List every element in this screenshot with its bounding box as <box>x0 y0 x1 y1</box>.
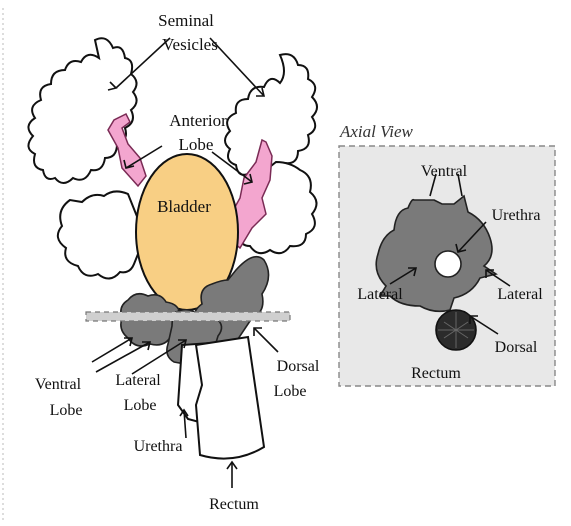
label-dorsal-lobe: Lobe <box>274 383 307 400</box>
label-dorsal: Dorsal <box>277 358 320 375</box>
axial-label-ventral: Ventral <box>421 163 468 180</box>
axial-view-panel: Axial View Ventral Urethra Lateral Later… <box>339 122 555 386</box>
axial-label-rectum: Rectum <box>411 365 461 382</box>
axial-urethra <box>435 251 461 277</box>
label-vesicles: Vesicles <box>162 35 218 54</box>
axial-view-title: Axial View <box>339 122 414 141</box>
label-ventral-lobe: Lobe <box>50 402 83 419</box>
seminal-vesicle-left-lower <box>58 191 142 278</box>
label-urethra: Urethra <box>134 438 183 455</box>
axial-label-dorsal: Dorsal <box>495 339 538 356</box>
main-diagram: Seminal Vesicles Anterior Lobe Bladder V… <box>28 11 319 513</box>
axial-label-lateral-left: Lateral <box>357 286 403 303</box>
rectum-tube <box>196 337 264 459</box>
label-rectum: Rectum <box>209 496 259 513</box>
label-bladder: Bladder <box>157 197 211 216</box>
axial-plane-slice <box>86 312 290 321</box>
label-anterior-lobe: Lobe <box>179 135 214 154</box>
axial-label-urethra: Urethra <box>492 207 541 224</box>
label-lateral: Lateral <box>115 372 161 389</box>
label-ventral: Ventral <box>35 376 82 393</box>
axial-label-lateral-right: Lateral <box>497 286 543 303</box>
label-anterior: Anterior <box>169 111 227 130</box>
label-seminal: Seminal <box>158 11 214 30</box>
label-lateral-lobe: Lobe <box>124 397 157 414</box>
